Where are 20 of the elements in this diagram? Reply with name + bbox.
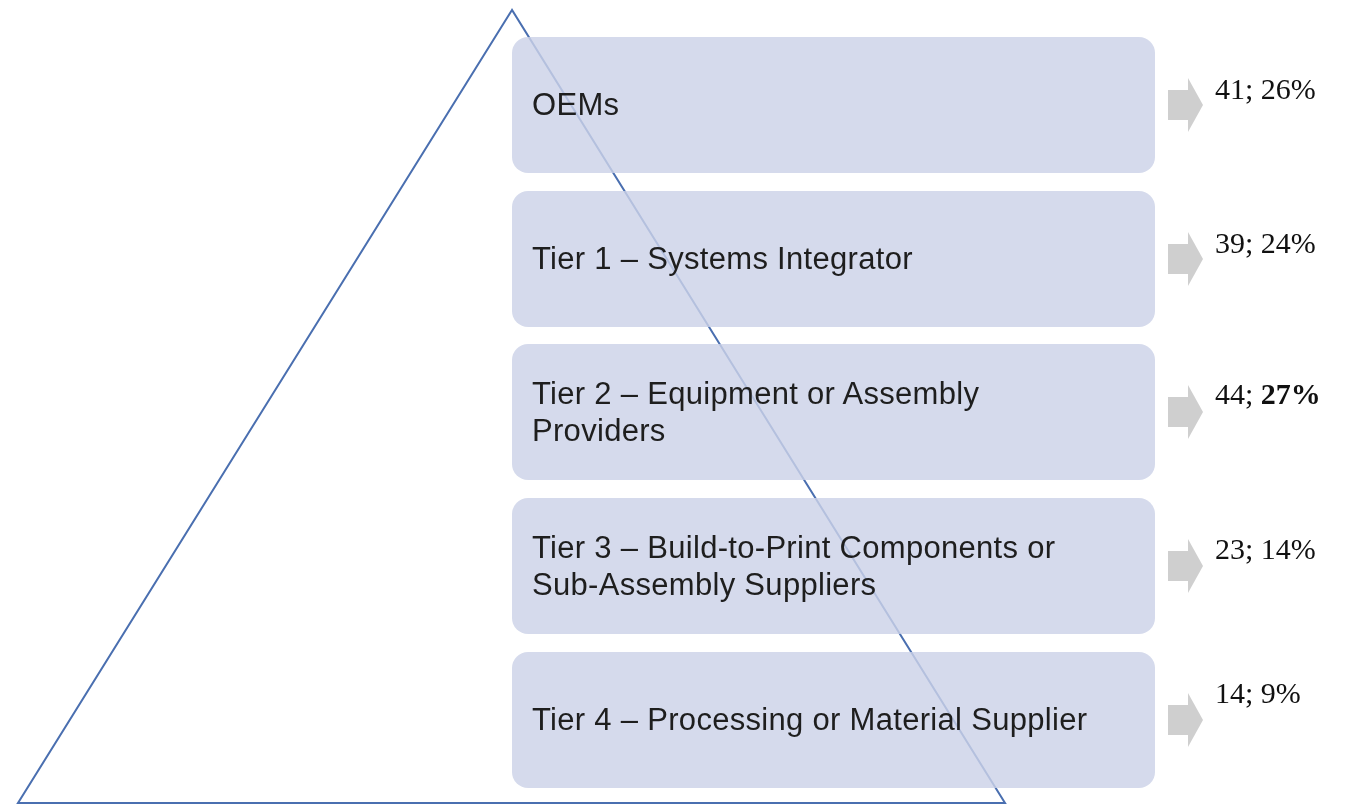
count-percentage: 44; 27% — [1215, 377, 1321, 411]
tier-box — [512, 498, 1155, 634]
tier-label: OEMs — [532, 86, 620, 124]
tier-label: Tier 4 – Processing or Material Supplier — [532, 701, 1088, 739]
count-percentage: 39; 24% — [1215, 226, 1316, 260]
tier-box — [512, 652, 1155, 788]
arrow — [1168, 232, 1203, 286]
arrow — [1168, 385, 1203, 439]
arrow — [1168, 539, 1203, 593]
arrow — [1168, 78, 1203, 132]
tier-label: Tier 2 – Equipment or Assembly Providers — [532, 374, 981, 450]
count-percentage: 23; 14% — [1215, 532, 1316, 566]
tier-label: Tier 1 – Systems Integrator — [532, 240, 913, 278]
count-percentage: 41; 26% — [1215, 72, 1316, 106]
arrow — [1168, 693, 1203, 747]
count-percentage: 14; 9% — [1215, 676, 1301, 710]
tier-label: Tier 3 – Build-to-Print Components or Sub-Assembly Suppliers — [532, 528, 1057, 604]
tier-box — [512, 344, 1155, 480]
tier-box — [512, 37, 1155, 173]
tier-box — [512, 191, 1155, 327]
